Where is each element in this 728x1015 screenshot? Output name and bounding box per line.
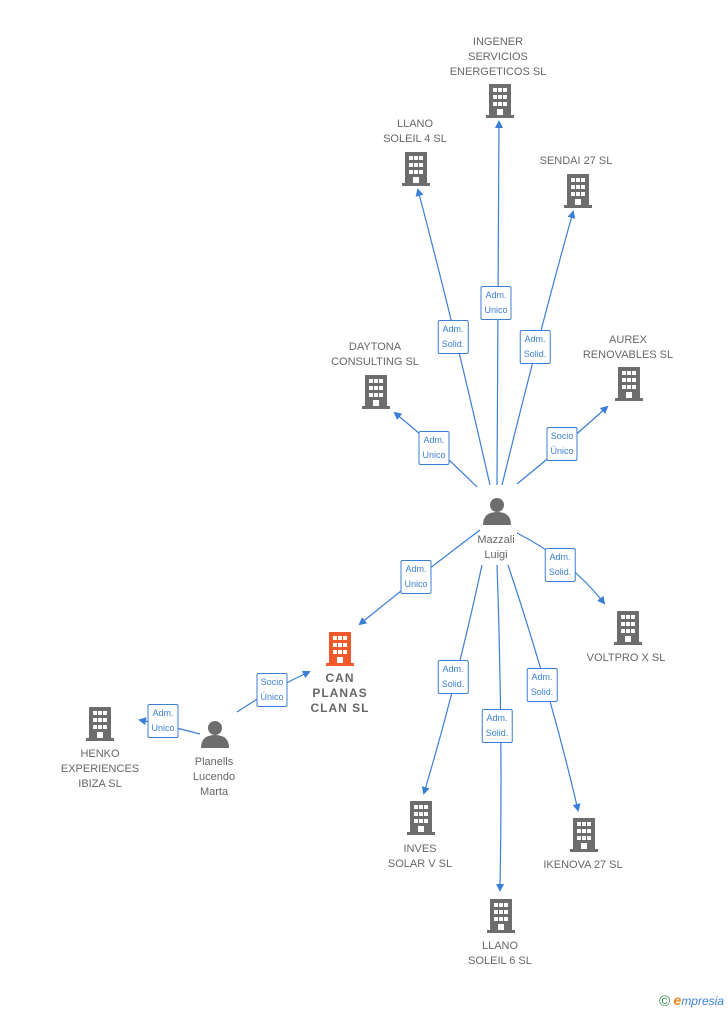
building-icon-henko (86, 707, 114, 741)
copyright-icon: © (659, 993, 671, 1010)
edge-label-planells-henko[interactable]: Adm. Unico (147, 704, 179, 738)
node-label-ikenova[interactable]: IKENOVA 27 SL (543, 859, 623, 871)
edge-label-aurex[interactable]: Socio Único (546, 427, 578, 461)
person-icon-planells (201, 721, 229, 748)
edge-label-sendai[interactable]: Adm. Solid. (519, 330, 551, 364)
node-label-can[interactable]: CAN PLANAS CLAN SL (310, 671, 370, 715)
node-label-llano6[interactable]: LLANO SOLEIL 6 SL (468, 940, 532, 967)
building-icon-voltpro (614, 611, 642, 645)
edge-label-ingener[interactable]: Adm. Unico (480, 286, 512, 320)
building-icon-inves (407, 801, 435, 835)
building-icon-can (326, 632, 354, 666)
brand-rest: mpresia (681, 994, 724, 1008)
building-icon-llano6 (487, 899, 515, 933)
empresia-logo: © empresia (659, 992, 724, 1010)
edge-label-daytona[interactable]: Adm. Unico (418, 431, 450, 465)
edge-label-can[interactable]: Adm. Unico (400, 560, 432, 594)
node-label-inves[interactable]: INVES SOLAR V SL (387, 843, 453, 870)
node-label-henko[interactable]: HENKO EXPERIENCES IBIZA SL (60, 748, 140, 790)
edge-label-voltpro[interactable]: Adm. Solid. (544, 548, 576, 582)
building-icon-aurex (615, 367, 643, 401)
edge-label-llano4[interactable]: Adm. Solid. (437, 320, 469, 354)
node-label-sendai[interactable]: SENDAI 27 SL (539, 155, 613, 167)
node-label-ingener[interactable]: INGENER SERVICIOS ENERGETICOS SL (449, 36, 547, 78)
edge-label-ikenova[interactable]: Adm. Solid. (526, 668, 558, 702)
person-icon-mazzali (483, 498, 511, 525)
edge-label-inves[interactable]: Adm. Solid. (437, 660, 469, 694)
brand-e: e (673, 992, 682, 1008)
node-label-aurex[interactable]: AUREX RENOVABLES SL (582, 334, 674, 361)
edge-label-llano6[interactable]: Adm. Solid. (481, 709, 513, 743)
node-label-llano4[interactable]: LLANO SOLEIL 4 SL (383, 118, 447, 145)
building-icon-ingener (486, 84, 514, 118)
building-icon-daytona (362, 375, 390, 409)
building-icon-ikenova (570, 818, 598, 852)
building-icon-llano4 (402, 152, 430, 186)
edge-label-planells-can[interactable]: Socio Único (256, 673, 288, 707)
node-label-daytona[interactable]: DAYTONA CONSULTING SL (331, 341, 419, 368)
node-label-mazzali[interactable]: Mazzali Luigi (477, 534, 515, 561)
node-label-voltpro[interactable]: VOLTPRO X SL (586, 652, 666, 664)
node-label-planells[interactable]: Planells Lucendo Marta (192, 756, 236, 798)
building-icon-sendai (564, 174, 592, 208)
